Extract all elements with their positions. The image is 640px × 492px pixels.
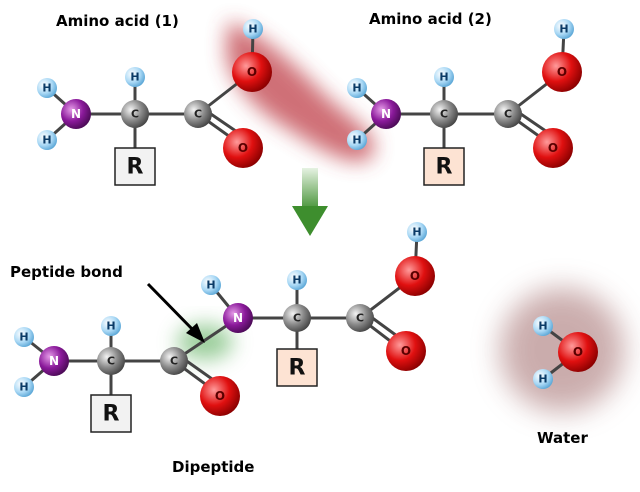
svg-text:H: H xyxy=(559,23,568,36)
svg-text:C: C xyxy=(504,108,512,121)
svg-text:N: N xyxy=(381,107,391,121)
hydrogen-atom: H xyxy=(434,67,454,87)
svg-text:O: O xyxy=(573,345,583,359)
svg-text:C: C xyxy=(440,108,448,121)
oxygen-atom: O xyxy=(533,128,573,168)
svg-text:O: O xyxy=(410,269,420,283)
svg-text:H: H xyxy=(106,320,115,333)
hydrogen-atom: H xyxy=(14,377,34,397)
r-group-box-aa1: R xyxy=(114,147,156,186)
svg-text:H: H xyxy=(130,71,139,84)
hydrogen-atom: H xyxy=(407,222,427,242)
label-dipeptide: Dipeptide xyxy=(172,458,254,476)
svg-text:H: H xyxy=(42,82,51,95)
oxygen-atom: O xyxy=(542,52,582,92)
nitrogen-atom: N xyxy=(371,99,401,129)
svg-text:N: N xyxy=(71,107,81,121)
svg-text:C: C xyxy=(107,355,115,368)
r-group-box-dipeptide-1: R xyxy=(90,394,132,433)
svg-text:H: H xyxy=(352,134,361,147)
hydrogen-atom: H xyxy=(554,19,574,39)
hydrogen-atom: H xyxy=(533,369,553,389)
hydrogen-atom: H xyxy=(347,78,367,98)
label-amino-acid-2: Amino acid (2) xyxy=(369,10,492,28)
oxygen-atom: O xyxy=(395,256,435,296)
svg-text:H: H xyxy=(412,226,421,239)
svg-text:H: H xyxy=(248,23,257,36)
svg-text:C: C xyxy=(170,355,178,368)
carbon-atom: C xyxy=(283,304,311,332)
carbon-atom: C xyxy=(494,100,522,128)
nitrogen-atom: N xyxy=(61,99,91,129)
svg-text:C: C xyxy=(356,312,364,325)
hydrogen-atom: H xyxy=(125,67,145,87)
oxygen-atom: O xyxy=(200,376,240,416)
hydrogen-atom: H xyxy=(37,130,57,150)
svg-text:R: R xyxy=(103,402,120,427)
hydrogen-atom: H xyxy=(201,275,221,295)
svg-text:H: H xyxy=(439,71,448,84)
svg-text:O: O xyxy=(557,65,567,79)
svg-text:O: O xyxy=(238,141,248,155)
hydrogen-atom: H xyxy=(347,130,367,150)
svg-text:O: O xyxy=(548,141,558,155)
svg-text:H: H xyxy=(19,381,28,394)
label-peptide-bond: Peptide bond xyxy=(10,263,123,281)
svg-text:C: C xyxy=(293,312,301,325)
hydrogen-atom: H xyxy=(14,327,34,347)
svg-text:H: H xyxy=(352,82,361,95)
svg-text:R: R xyxy=(436,155,453,180)
carbon-atom: C xyxy=(346,304,374,332)
label-amino-acid-1: Amino acid (1) xyxy=(56,12,179,30)
svg-text:C: C xyxy=(194,108,202,121)
svg-text:H: H xyxy=(292,274,301,287)
oxygen-atom: O xyxy=(223,128,263,168)
svg-text:O: O xyxy=(215,389,225,403)
hydrogen-atom: H xyxy=(37,78,57,98)
peptide-bond-pointer-head xyxy=(186,323,205,343)
carbon-atom: C xyxy=(430,100,458,128)
hydrogen-atom: H xyxy=(101,316,121,336)
carbon-atom: C xyxy=(184,100,212,128)
svg-text:H: H xyxy=(538,320,547,333)
carbon-atom: C xyxy=(97,347,125,375)
svg-text:N: N xyxy=(233,311,243,325)
svg-text:H: H xyxy=(19,331,28,344)
svg-text:O: O xyxy=(401,344,411,358)
peptide-bond-pointer xyxy=(146,282,198,335)
svg-text:R: R xyxy=(289,356,306,381)
oxygen-atom: O xyxy=(558,332,598,372)
hydrogen-atom: H xyxy=(243,19,263,39)
nitrogen-atom: N xyxy=(223,303,253,333)
svg-text:O: O xyxy=(247,65,257,79)
reaction-arrow xyxy=(292,168,328,236)
svg-text:R: R xyxy=(127,155,144,180)
svg-text:H: H xyxy=(206,279,215,292)
carbon-atom: C xyxy=(121,100,149,128)
oxygen-atom: O xyxy=(232,52,272,92)
svg-text:H: H xyxy=(538,373,547,386)
svg-text:H: H xyxy=(42,134,51,147)
oxygen-atom: O xyxy=(386,331,426,371)
svg-text:N: N xyxy=(49,354,59,368)
nitrogen-atom: N xyxy=(39,346,69,376)
r-group-box-dipeptide-2: R xyxy=(276,348,318,387)
svg-text:C: C xyxy=(131,108,139,121)
hydrogen-atom: H xyxy=(287,270,307,290)
r-group-box-aa2: R xyxy=(423,147,465,186)
carbon-atom: C xyxy=(160,347,188,375)
hydrogen-atom: H xyxy=(533,316,553,336)
label-water: Water xyxy=(537,429,588,447)
